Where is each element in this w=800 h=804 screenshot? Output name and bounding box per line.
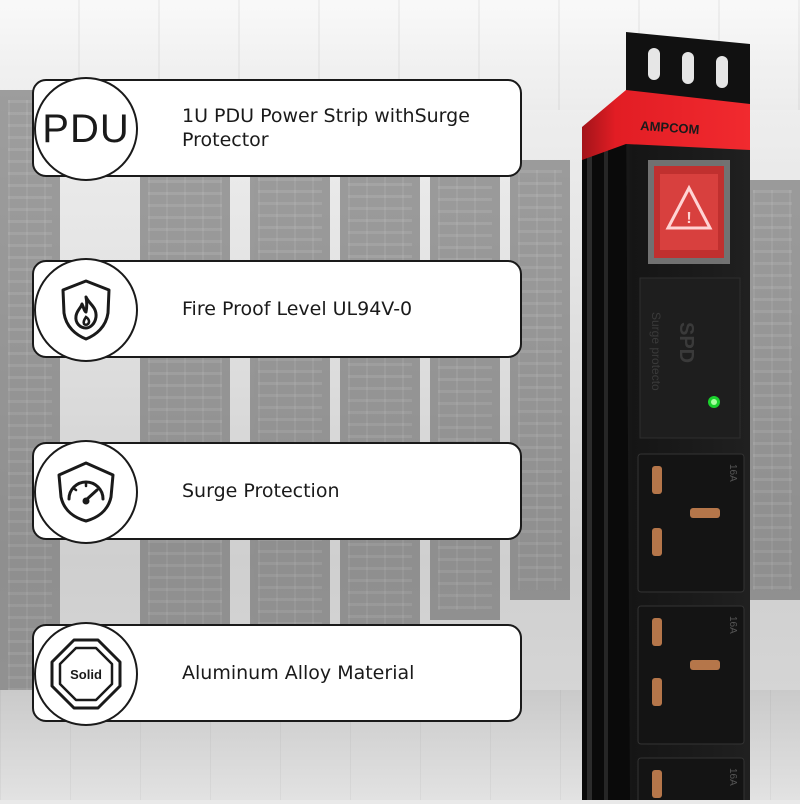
feature-card-surge: Surge Protection (32, 440, 522, 544)
feature-card-pdu: PDU 1U PDU Power Strip withSurge Protect… (32, 77, 522, 181)
server-rack (140, 110, 230, 680)
server-rack (340, 125, 420, 645)
pdu-strip-image: AMPCOM ! SPD Surge protecto 16A 16A 16A (582, 32, 782, 804)
fire-shield-icon (34, 258, 138, 362)
feature-label: Aluminum Alloy Material (182, 662, 415, 684)
solid-octagon-icon: Solid (34, 622, 138, 726)
socket-rating: 16A (727, 616, 738, 634)
spd-sublabel: Surge protecto (649, 312, 663, 391)
server-rack (510, 160, 570, 600)
spd-label: SPD (675, 322, 697, 363)
feature-label: Surge Protection (182, 480, 340, 502)
server-rack (0, 90, 60, 700)
pdu-text-icon: PDU (34, 77, 138, 181)
solid-icon-text: Solid (70, 667, 102, 682)
server-rack (745, 180, 800, 600)
gauge-shield-icon (34, 440, 138, 544)
server-rack (430, 140, 500, 620)
server-rack (250, 120, 330, 660)
svg-text:!: ! (686, 210, 691, 227)
feature-label: Fire Proof Level UL94V-0 (182, 298, 413, 320)
brand-text: AMPCOM (640, 118, 700, 137)
feature-card-fire-proof: Fire Proof Level UL94V-0 (32, 258, 522, 362)
socket-rating: 16A (727, 768, 738, 786)
pdu-icon-text: PDU (42, 106, 130, 151)
feature-label: 1U PDU Power Strip withSurge Protector (182, 105, 470, 151)
socket-rating: 16A (727, 464, 738, 482)
feature-card-material: Solid Aluminum Alloy Material (32, 622, 522, 726)
